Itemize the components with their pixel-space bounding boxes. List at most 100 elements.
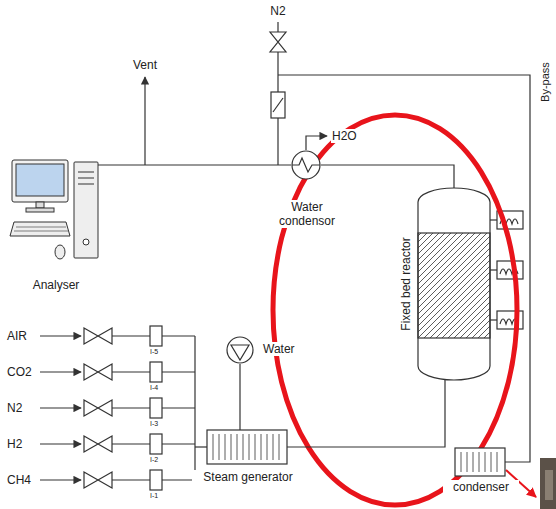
exchanger-shell [292, 151, 320, 179]
gas-line [162, 479, 195, 480]
exchanger-coil [292, 158, 320, 172]
keyboard [10, 222, 70, 236]
stream-label: By-pass [539, 61, 552, 103]
flowmeter-tick [273, 98, 283, 112]
gas-line [162, 335, 195, 336]
process-line [239, 364, 240, 430]
pump-casing [227, 337, 253, 363]
stream-label: AIR [6, 329, 28, 343]
stream-label: Vent [132, 58, 158, 72]
reactor-vessel: Fixed bed reactor [418, 188, 490, 380]
vessel-symbol [418, 188, 490, 380]
vessel-body [418, 188, 490, 380]
analyser-computer-outline [12, 160, 98, 270]
heat-exchanger-outline [291, 150, 321, 180]
stream-label: N2 [269, 4, 286, 18]
process-line [287, 380, 445, 447]
heat-exchanger: Water condensor [291, 150, 321, 180]
node-label: Steam generator [192, 470, 304, 484]
unit-fins [213, 434, 279, 460]
process-line [98, 164, 291, 165]
gas-line [112, 407, 150, 408]
screen [16, 164, 64, 196]
instrument-tag: I-5 [149, 347, 159, 356]
analyser-computer: Analyser [12, 160, 98, 270]
power-button [83, 239, 89, 245]
condenser-unit: condenser [455, 448, 505, 476]
node-label: Analyser [4, 278, 108, 292]
flowmeter-symbol [150, 326, 162, 346]
node-label: Water condensor [269, 200, 345, 228]
valve-symbol [84, 364, 112, 380]
keyboard-keys [14, 227, 68, 231]
monitor [12, 160, 68, 202]
valve-symbol [270, 32, 286, 52]
gas-line [162, 443, 195, 444]
instrument-tag: I-2 [149, 455, 159, 464]
condenser-unit-outline [455, 448, 505, 476]
photo-detail [545, 470, 553, 500]
pump-symbol [227, 337, 253, 363]
instrument-tag: I-3 [149, 419, 159, 428]
gas-manifold [194, 336, 195, 480]
gas-line [112, 335, 150, 336]
heater-wire [490, 269, 497, 270]
flowmeter-symbol [150, 470, 162, 490]
inlet-arrow [40, 335, 81, 336]
inlet-arrow [40, 443, 81, 444]
stream-label: CO2 [6, 365, 33, 379]
heater-wire [490, 319, 497, 320]
gas-line [277, 22, 278, 32]
process-line [321, 165, 454, 188]
stream-label: N2 [6, 401, 23, 415]
valve-symbol [84, 328, 112, 344]
valve-symbol [84, 400, 112, 416]
gas-line [277, 118, 278, 165]
vent-arrow [144, 77, 145, 165]
valve-symbol [84, 436, 112, 452]
bypass-line [278, 75, 530, 462]
node-label: condenser [443, 480, 519, 494]
tower [74, 162, 98, 258]
catalyst-bed [418, 233, 490, 338]
stream-label: H2O [331, 129, 358, 143]
computer-icon [10, 160, 98, 259]
inlet-arrow [40, 371, 81, 372]
instrument-tag: I-4 [149, 383, 159, 392]
stream-label: CH4 [6, 473, 32, 487]
flowmeter-symbol [150, 434, 162, 454]
monitor-base [26, 208, 54, 212]
monitor-neck [36, 202, 44, 208]
steam-generator: Steam generator [207, 430, 287, 464]
steam-generator-outline [207, 430, 287, 464]
drive-slots [78, 172, 94, 184]
gas-line [112, 443, 150, 444]
photo-inset [540, 458, 556, 509]
heater-wire [490, 219, 497, 220]
heat-exchanger-symbol [292, 151, 320, 179]
reactor-vessel-outline [418, 188, 490, 380]
finned-unit [455, 448, 505, 476]
water-pump: Water [226, 336, 254, 364]
pump-impeller [231, 345, 249, 360]
gas-line [112, 479, 150, 480]
gas-line [162, 371, 195, 372]
flowmeter-symbol [150, 398, 162, 418]
flowmeter-symbol [271, 92, 285, 118]
mouse [55, 245, 65, 259]
heater-symbol [497, 261, 523, 279]
unit-casing [455, 448, 505, 476]
water-pump-outline [226, 336, 254, 364]
node-label: Fixed bed reactor [399, 236, 413, 331]
gas-line [195, 446, 207, 447]
flowmeter-symbol [150, 362, 162, 382]
inlet-arrow [40, 407, 81, 408]
valve-symbol [84, 472, 112, 488]
inlet-arrow [40, 479, 81, 480]
gas-line [162, 407, 195, 408]
node-label: Water [262, 342, 296, 356]
highlight-ellipse [273, 115, 517, 505]
stream-label: H2 [6, 437, 23, 451]
gas-line [112, 371, 150, 372]
